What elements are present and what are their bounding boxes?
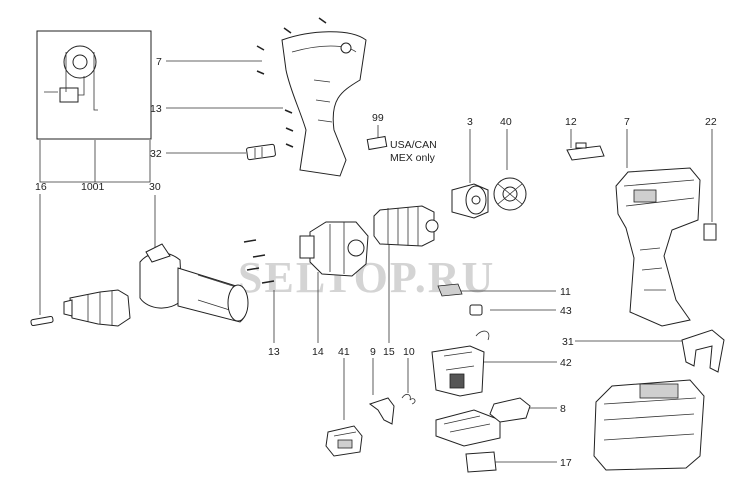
label-99	[366, 135, 388, 151]
switch-module-42	[431, 330, 490, 397]
callout-9: 9	[370, 346, 376, 358]
callout-1001: 1001	[81, 181, 105, 193]
callout-13: 13	[150, 103, 162, 115]
motor-15	[373, 205, 439, 247]
note-line2: MEX only	[390, 152, 436, 164]
callout-16: 16	[35, 181, 47, 193]
callout-42: 42	[560, 357, 572, 369]
callout-30: 30	[149, 181, 161, 193]
callout-13b: 13	[268, 346, 280, 358]
screws-13-top	[256, 17, 327, 148]
callout-labels: 7 13 32 16 1001 30 99 3 40 12 7 22 11 43…	[35, 56, 717, 469]
drill-chuck	[63, 289, 131, 327]
callout-17: 17	[560, 457, 572, 469]
label-17	[465, 451, 497, 473]
switch-12	[566, 142, 605, 161]
callout-22: 22	[705, 116, 717, 128]
callout-41: 41	[338, 346, 350, 358]
direction-switch-11	[437, 283, 463, 297]
battery-contact-8	[489, 397, 531, 423]
callout-7b: 7	[624, 116, 630, 128]
note-line1: USA/CAN	[390, 139, 437, 151]
callout-99: 99	[372, 112, 384, 124]
housing-half-7	[281, 31, 367, 177]
belt-clip-31	[681, 329, 725, 373]
pcb-ring-40	[493, 177, 527, 211]
spring-43	[469, 304, 483, 316]
bit-screw-16	[30, 315, 54, 327]
callout-31: 31	[562, 336, 574, 348]
callout-3: 3	[467, 116, 473, 128]
label-22	[703, 223, 717, 241]
gearbox-14	[299, 221, 369, 277]
wiring-schematic-1001	[36, 30, 152, 140]
callout-40: 40	[500, 116, 512, 128]
callout-12: 12	[565, 116, 577, 128]
callout-14: 14	[312, 346, 324, 358]
spring-10	[401, 394, 416, 405]
side-handle-30	[139, 243, 249, 323]
motor-cap-3	[451, 183, 489, 219]
bracket-9	[368, 397, 395, 425]
callout-11: 11	[560, 286, 571, 298]
callout-32: 32	[150, 148, 162, 160]
callout-7: 7	[156, 56, 162, 68]
screws-13-lower	[243, 239, 275, 284]
callout-8: 8	[560, 403, 566, 415]
leader-lines	[39, 60, 713, 463]
base-plate	[435, 409, 501, 447]
terminal-41	[325, 425, 363, 457]
battery-pack	[593, 379, 705, 471]
callout-15: 15	[383, 346, 395, 358]
callout-10: 10	[403, 346, 415, 358]
housing-7-right	[615, 167, 701, 327]
callout-43: 43	[560, 305, 572, 317]
switch-32	[246, 143, 276, 161]
